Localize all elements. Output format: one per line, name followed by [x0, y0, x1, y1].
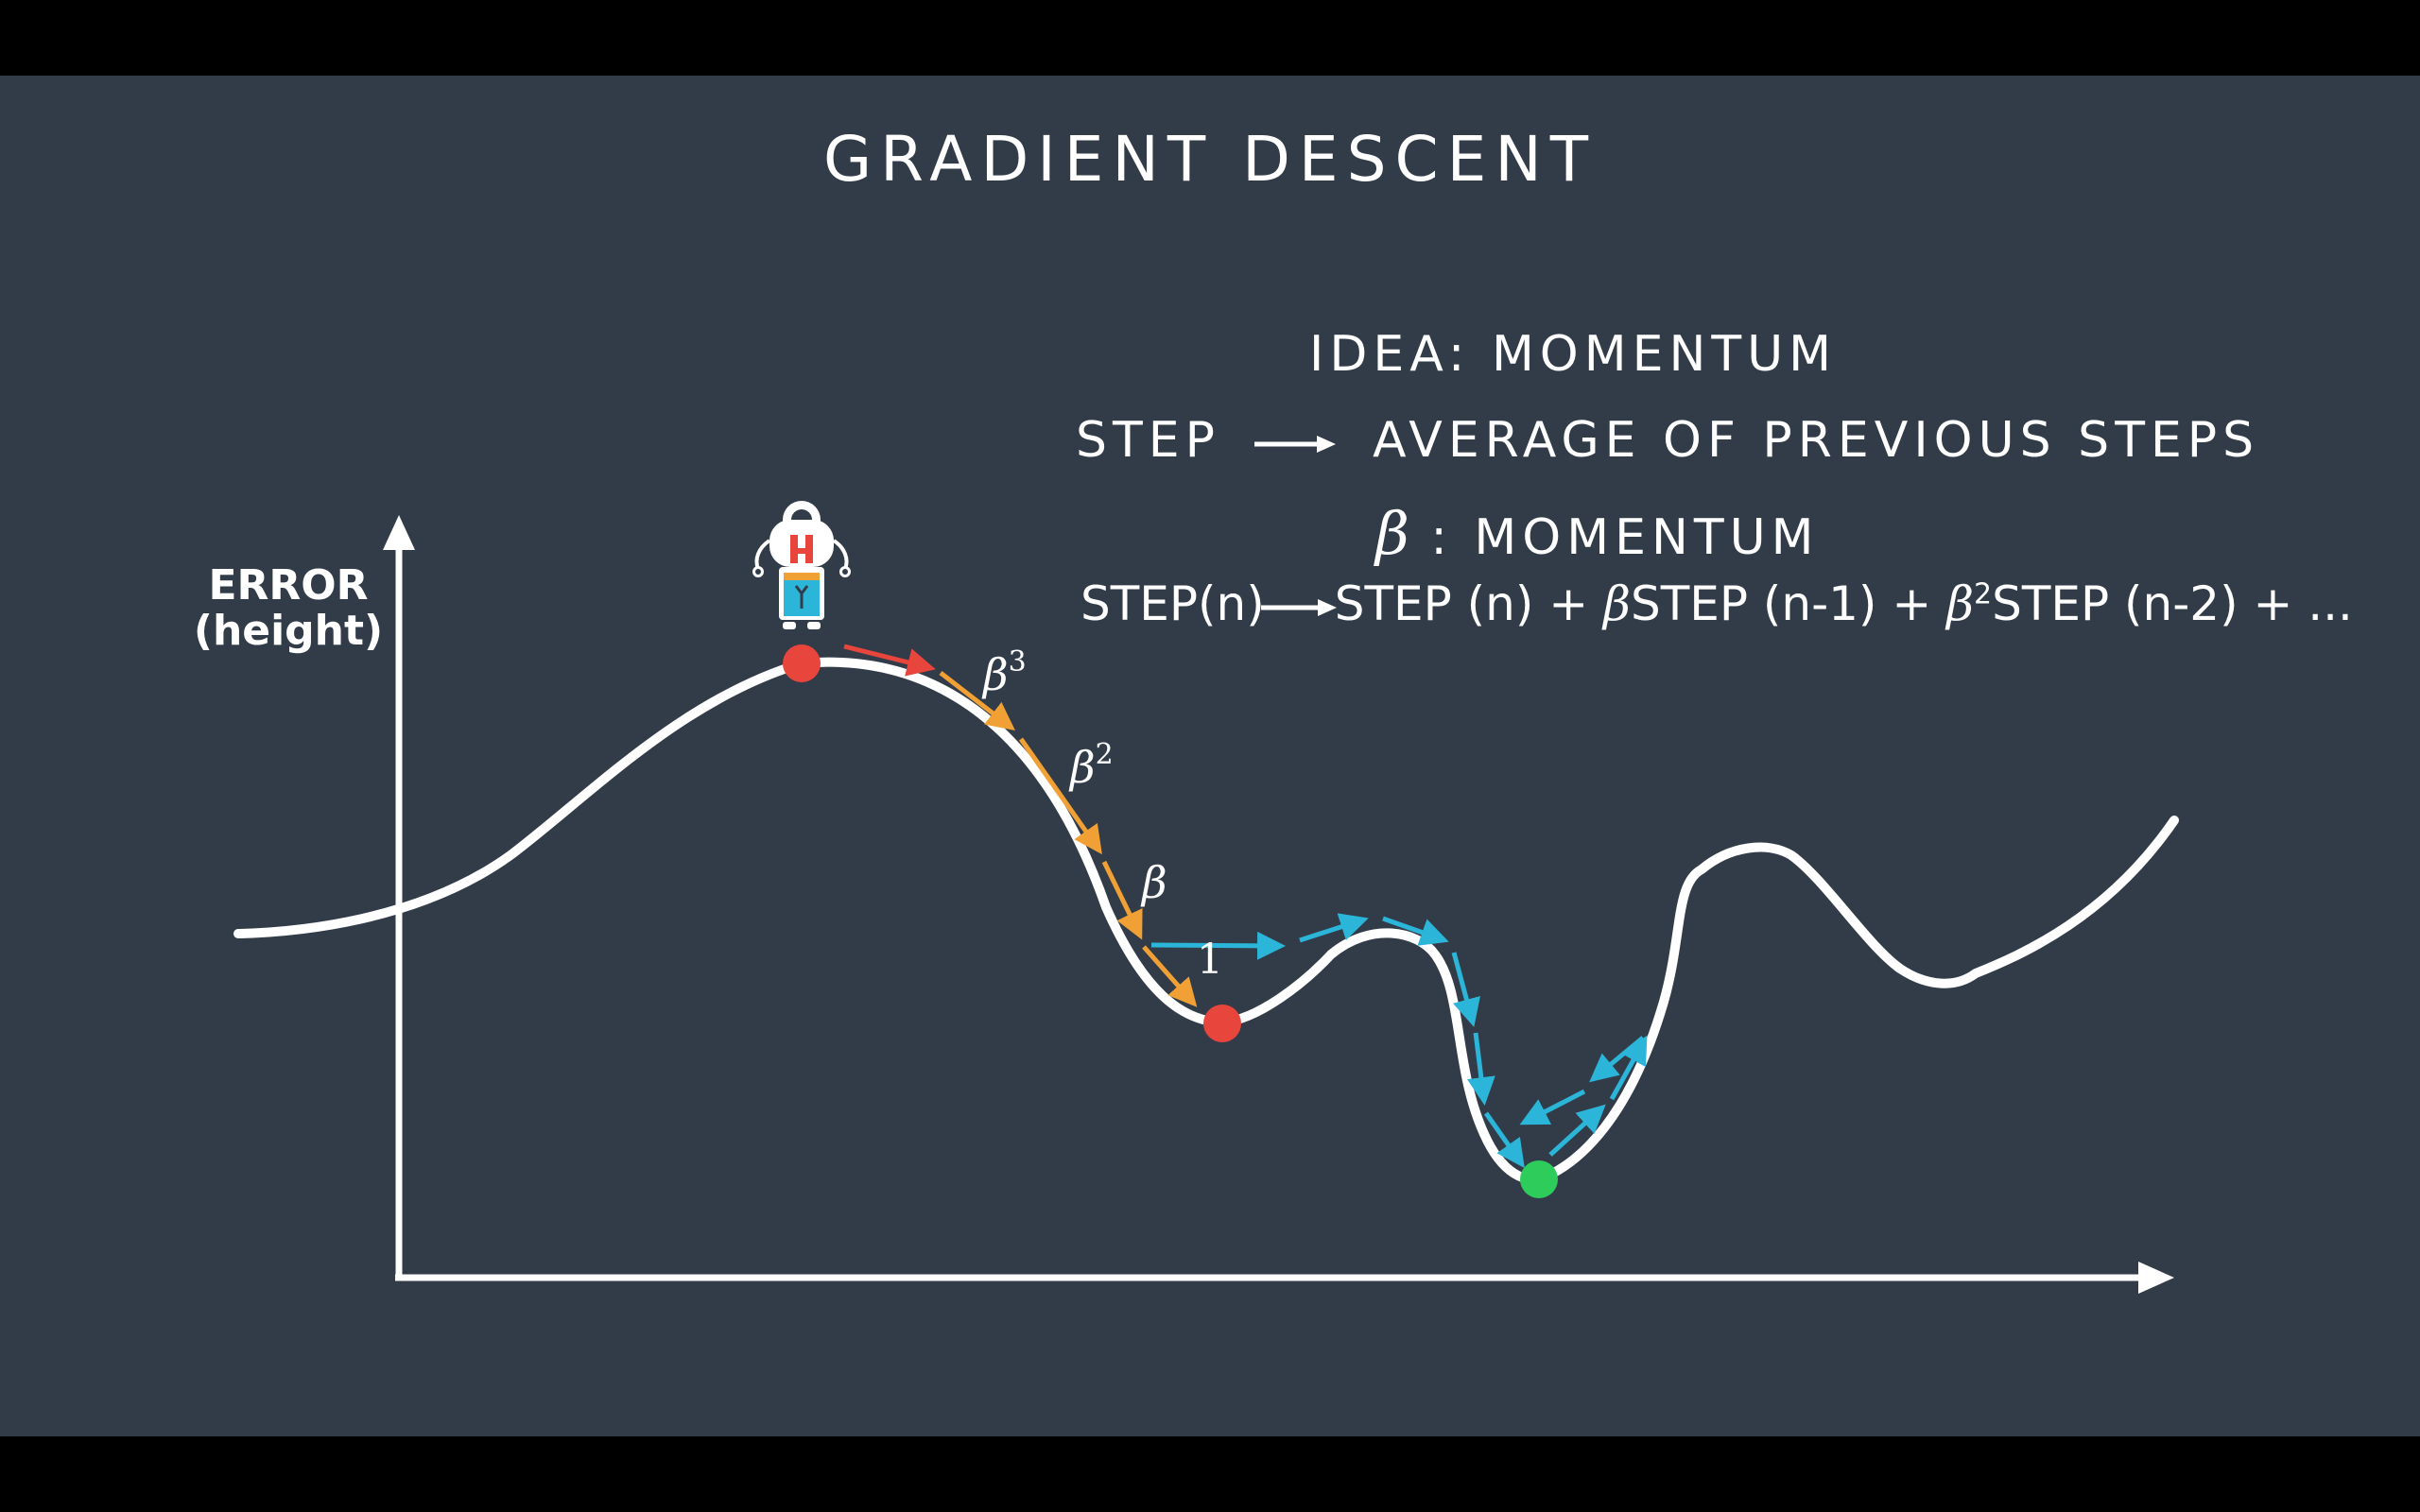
start-point — [783, 644, 821, 682]
x-axis-arrowhead-icon — [2138, 1262, 2174, 1294]
beta3-label: β3 — [981, 645, 1027, 700]
beta-symbol: β — [1375, 499, 1409, 568]
step-result: AVERAGE OF PREVIOUS STEPS — [1373, 412, 2260, 469]
beta-definition-text: : MOMENTUM — [1430, 509, 1820, 566]
x-axis — [395, 1262, 2174, 1294]
robot-icon — [752, 501, 851, 629]
beta1-label: β — [1140, 857, 1167, 908]
slide-title: GRADIENT DESCENT — [822, 123, 1598, 196]
y-axis — [383, 515, 415, 1278]
formula-term-1: STEP (n) + — [1334, 576, 1604, 631]
formula-term-3: STEP (n-2) + ... — [1992, 576, 2353, 631]
descent-arrows — [1150, 913, 1648, 1169]
momentum-arrows — [939, 671, 1198, 1007]
formula-beta-1: β — [1603, 576, 1631, 631]
y-axis-label: ERROR (height) — [189, 563, 388, 654]
formula-term-2: STEP (n-1) + — [1630, 576, 1947, 631]
formula: STEP(n)STEP (n) + βSTEP (n-1) + β2STEP (… — [1080, 576, 2353, 631]
formula-beta-2-exponent: 2 — [1974, 577, 1993, 611]
y-axis-label-line1: ERROR — [208, 561, 369, 610]
step-label: STEP — [1076, 412, 1220, 469]
minimum-point — [1520, 1160, 1558, 1198]
step-arrow-icon — [1254, 436, 1336, 453]
beta2-label: β2 — [1068, 738, 1114, 793]
formula-beta-2: β — [1946, 576, 1975, 631]
first-step-arrow — [843, 644, 936, 677]
error-curve — [233, 657, 2179, 1185]
one-label: 1 — [1197, 936, 1223, 984]
y-axis-label-line2: (height) — [193, 607, 384, 655]
formula-lhs: STEP(n) — [1080, 576, 1265, 631]
end-point — [1203, 1005, 1241, 1042]
y-axis-arrowhead-icon — [383, 515, 415, 550]
beta-definition: β : MOMENTUM — [1375, 499, 1820, 568]
slide — [0, 76, 2420, 1436]
formula-arrow-icon — [1260, 598, 1337, 616]
idea-line: IDEA: MOMENTUM — [1309, 326, 1838, 383]
